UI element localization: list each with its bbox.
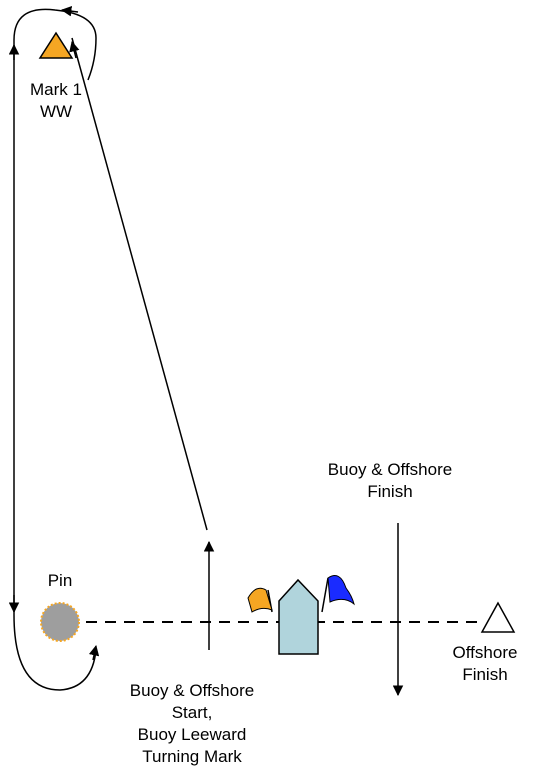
mark1-triangle-icon bbox=[38, 31, 74, 59]
start-label-line4: Turning Mark bbox=[142, 747, 242, 766]
course-leg-up bbox=[71, 37, 208, 531]
mark1-label-line1: Mark 1 bbox=[30, 80, 82, 99]
finish-line-label: Buoy & Offshore Finish bbox=[290, 459, 490, 503]
start-line-label: Buoy & Offshore Start, Buoy Leeward Turn… bbox=[92, 680, 292, 768]
orange-flag-icon bbox=[247, 587, 273, 613]
blue-flag-icon bbox=[327, 575, 355, 606]
finish-label-line1: Buoy & Offshore bbox=[327, 460, 453, 479]
committee-boat-icon bbox=[247, 575, 355, 655]
pin-label: Pin bbox=[30, 570, 90, 592]
leg-arrow bbox=[60, 5, 79, 17]
offshore-finish-line2: Finish bbox=[462, 665, 508, 684]
pin-circle-icon bbox=[40, 602, 80, 642]
start-label-line2: Start, bbox=[171, 703, 213, 722]
rounding-arc-pin bbox=[13, 614, 97, 691]
offshore-finish-label: Offshore Finish bbox=[440, 642, 530, 686]
mark1-label-line2: WW bbox=[39, 102, 73, 121]
start-label-line1: Buoy & Offshore bbox=[129, 681, 255, 700]
offshore-finish-line1: Offshore bbox=[452, 643, 518, 662]
rounding-arc-mark1 bbox=[13, 8, 97, 81]
finish-label-line2: Finish bbox=[367, 482, 413, 501]
leg-arrow bbox=[88, 644, 100, 661]
leg-arrow bbox=[69, 40, 80, 59]
start-label-line3: Buoy Leeward bbox=[137, 725, 247, 744]
offshore-finish-triangle-icon bbox=[480, 601, 516, 633]
pin-label-text: Pin bbox=[47, 571, 73, 590]
mark1-label: Mark 1 WW bbox=[18, 79, 94, 123]
